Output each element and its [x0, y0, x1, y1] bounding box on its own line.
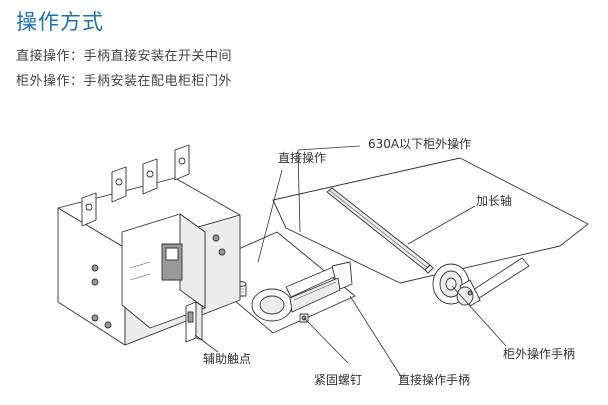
terminal-tabs [81, 144, 190, 227]
external-operation-description: 柜外操作：手柄安装在配电柜柜门外 [16, 74, 233, 89]
extension-shaft [326, 187, 434, 274]
label-direct-operation: 直接操作 [278, 150, 326, 165]
label-extension-shaft: 加长轴 [476, 193, 512, 208]
direct-handle [251, 261, 353, 323]
section-title: 操作方式 [16, 10, 104, 34]
switch-body [57, 177, 241, 346]
leader-lines [194, 145, 507, 379]
label-auxiliary-contact: 辅助触点 [203, 352, 251, 366]
external-handle [456, 257, 530, 307]
label-direct-handle: 直接操作手柄 [398, 372, 470, 387]
direct-operation-description: 直接操作：手柄直接安装在开关中间 [16, 49, 233, 64]
label-external-handle: 柜外操作手柄 [503, 346, 575, 361]
label-external-operation-630a: 630A以下柜外操作 [368, 136, 471, 151]
auxiliary-contact [185, 301, 203, 343]
label-fastening-screw: 紧固螺钉 [314, 373, 362, 387]
